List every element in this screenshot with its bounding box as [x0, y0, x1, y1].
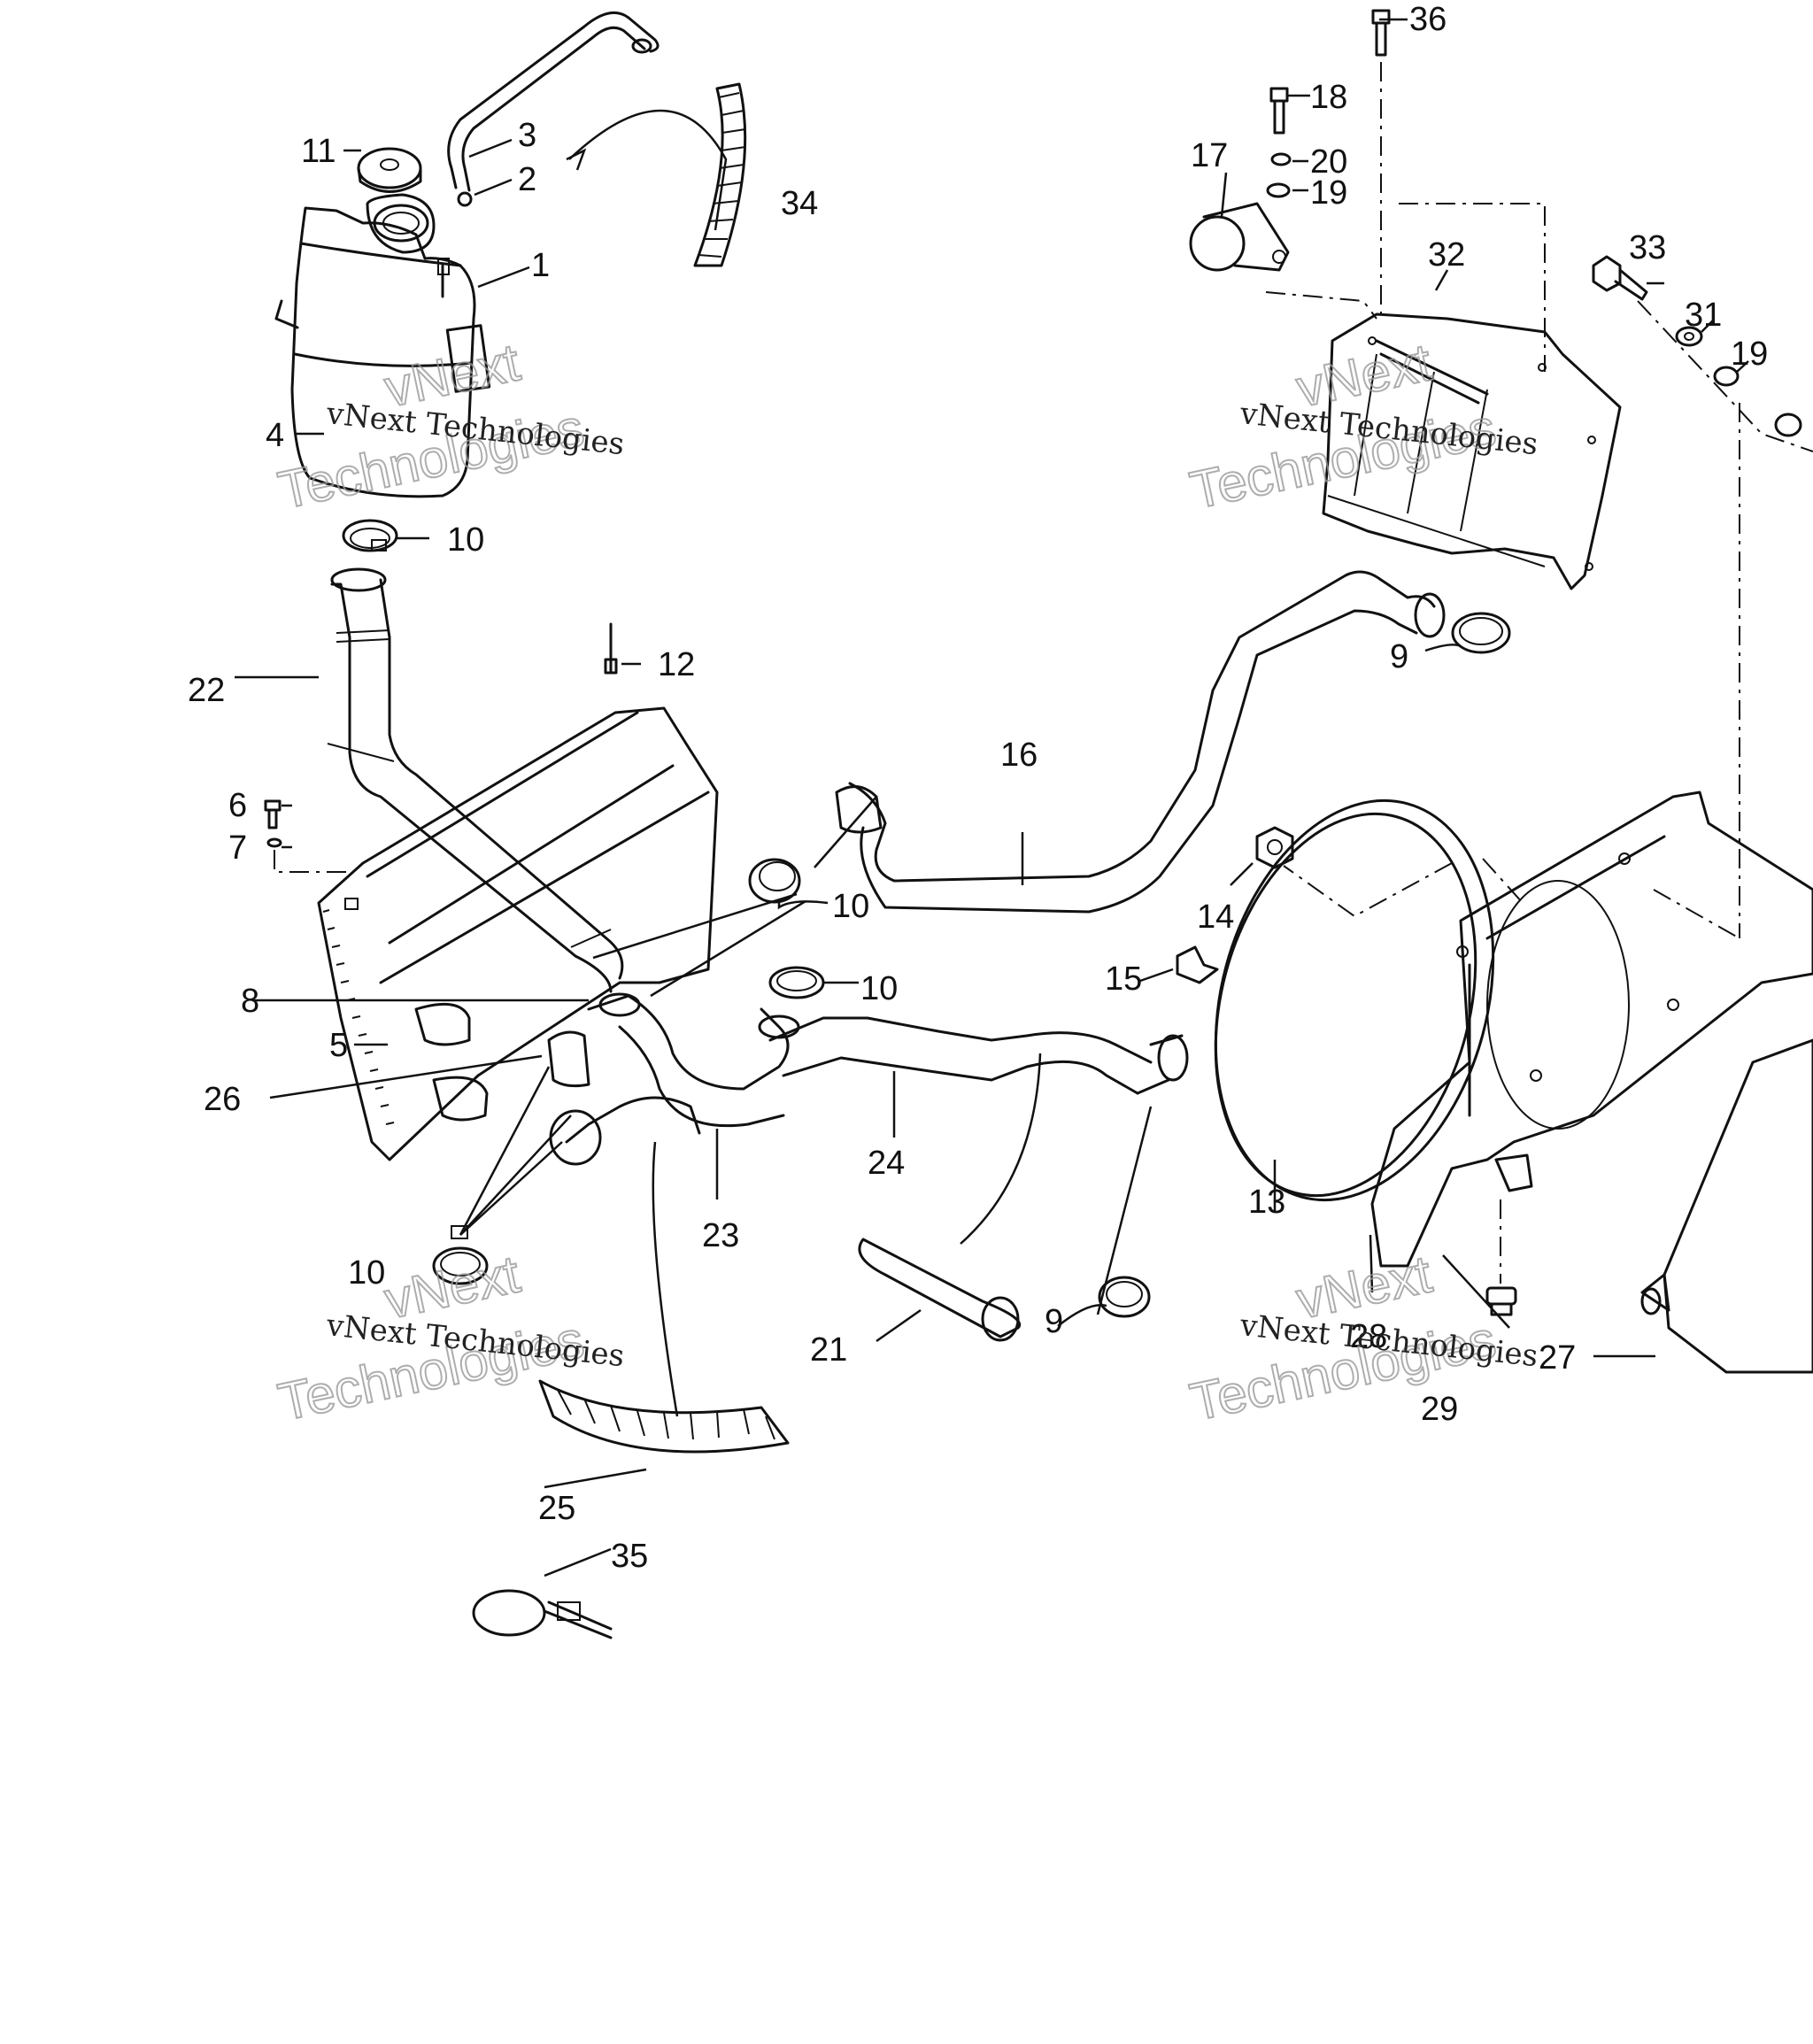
tie-strap-35 [472, 1589, 613, 1639]
hose-24 [758, 1014, 1189, 1095]
label-19a: 19 [1310, 174, 1347, 212]
radiator-27 [1640, 1038, 1813, 1374]
label-10a: 10 [447, 521, 484, 559]
label-29: 29 [1421, 1391, 1458, 1428]
label-10d: 10 [348, 1254, 385, 1292]
label-31: 31 [1685, 297, 1722, 334]
bolt-6 [264, 799, 282, 848]
fan-shroud-28 [1370, 791, 1813, 1268]
radiator-core [317, 706, 719, 1161]
corrugated-sleeve-25 [538, 1379, 790, 1454]
label-4: 4 [266, 417, 284, 454]
label-19b: 19 [1731, 336, 1768, 373]
clamp-10-top [342, 519, 398, 552]
label-15: 15 [1105, 960, 1142, 998]
nut-14 [1255, 826, 1294, 869]
label-11: 11 [301, 133, 336, 170]
grommet-29 [1485, 1286, 1517, 1316]
label-24: 24 [868, 1145, 905, 1182]
label-35: 35 [611, 1538, 648, 1575]
washer-19-b [1713, 366, 1740, 387]
label-25: 25 [538, 1490, 575, 1527]
callout-labels: 1 2 3 4 5 6 7 8 9 9 10 10 10 10 11 12 13… [188, 1, 1768, 1575]
label-8: 8 [241, 983, 259, 1020]
label-27: 27 [1539, 1339, 1576, 1377]
bolt-18 [1269, 87, 1289, 135]
clamp-9-upper [1451, 612, 1511, 654]
label-22: 22 [188, 672, 225, 709]
label-9a: 9 [1390, 638, 1408, 675]
clamp-10-bottom [432, 1225, 489, 1285]
label-34: 34 [781, 185, 818, 222]
label-5: 5 [329, 1027, 348, 1064]
label-20: 20 [1310, 143, 1347, 181]
washer-31 [1675, 326, 1703, 347]
label-23: 23 [702, 1217, 739, 1254]
label-18: 18 [1310, 79, 1347, 116]
hose-assembly-23 [547, 992, 790, 1166]
label-21: 21 [810, 1331, 847, 1369]
bolt-33 [1592, 255, 1648, 301]
label-26: 26 [204, 1081, 241, 1118]
label-16: 16 [1000, 737, 1038, 774]
label-10c: 10 [860, 970, 898, 1007]
label-36: 36 [1409, 1, 1447, 38]
clip-15 [1176, 945, 1219, 984]
label-9b: 9 [1045, 1303, 1063, 1340]
label-10b: 10 [832, 888, 869, 925]
label-12: 12 [658, 646, 695, 683]
clamp-9-lower [1098, 1276, 1151, 1318]
overflow-hose [447, 11, 660, 207]
label-33: 33 [1629, 229, 1666, 266]
label-14: 14 [1197, 899, 1234, 936]
coolant-tank [274, 193, 491, 498]
label-1: 1 [531, 247, 550, 284]
watermark-bottom-right: vNext Technologies vNext Technologies [1184, 1243, 1539, 1432]
bracket-32 [1322, 312, 1622, 590]
radiator-tube-22 [327, 567, 624, 993]
label-13: 13 [1248, 1184, 1285, 1221]
tank-cap [357, 147, 422, 193]
label-7: 7 [228, 829, 247, 867]
assembly-lines [274, 62, 1813, 1284]
label-17: 17 [1191, 137, 1228, 174]
label-6: 6 [228, 787, 247, 824]
clamp-10-upper-right [768, 966, 825, 999]
fan-13 [1214, 798, 1495, 1202]
label-32: 32 [1428, 236, 1465, 274]
hose-16 [835, 570, 1446, 914]
washer-19-a [1266, 182, 1291, 198]
rivet-12 [604, 622, 618, 675]
watermark-top-right: vNext Technologies vNext Technologies [1184, 331, 1539, 521]
watermark-bottom-left: vNext Technologies vNext Technologies [273, 1243, 626, 1432]
bracket-17 [1189, 202, 1290, 272]
leader-lines [235, 18, 1749, 1577]
label-3: 3 [518, 117, 536, 154]
corrugated-sleeve-34 [693, 82, 747, 267]
label-28: 28 [1350, 1318, 1387, 1355]
sleeve-21 [858, 1238, 1022, 1342]
washer-20 [1270, 152, 1292, 166]
nut-right [1774, 413, 1802, 437]
label-2: 2 [518, 161, 536, 198]
bolt-36 [1371, 9, 1391, 57]
